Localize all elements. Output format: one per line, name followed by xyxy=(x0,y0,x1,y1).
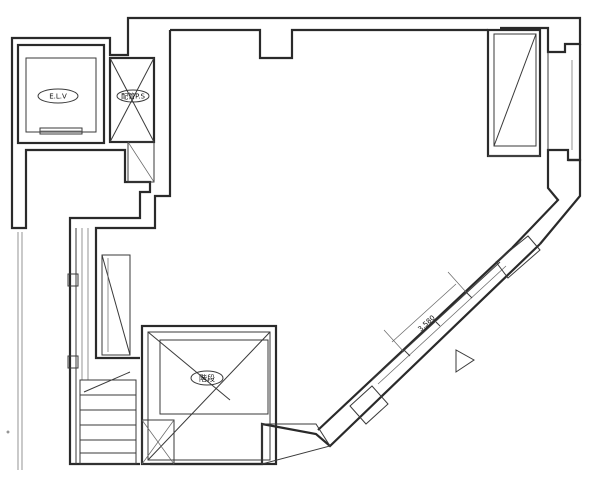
elevator-label-badge xyxy=(37,88,79,104)
pipe-space-label: 配管P.S xyxy=(121,92,145,101)
stairs-label: 階段 xyxy=(199,373,215,383)
column-post xyxy=(67,273,79,287)
right-alcove xyxy=(486,28,573,158)
elevator-shaft: E.L.V xyxy=(16,43,106,145)
left-corridor xyxy=(17,228,89,470)
stairs-label-badge xyxy=(190,370,224,386)
outer-walls xyxy=(10,16,582,466)
column-post xyxy=(67,355,79,369)
diagonal-glazing xyxy=(261,235,541,465)
triangle-entrance-icon xyxy=(455,349,475,373)
dimension-annotation: 3.580 xyxy=(383,271,467,353)
elevator-label: E.L.V xyxy=(49,93,67,101)
window-unit xyxy=(495,235,541,279)
entrance-block xyxy=(261,423,331,465)
stair-flight xyxy=(79,371,137,465)
stairwell: 階段 xyxy=(140,324,278,466)
pipe-space-label-badge xyxy=(116,89,150,103)
scan-speck xyxy=(6,430,10,434)
pipe-space: 配管P.S xyxy=(108,56,156,183)
left-closet xyxy=(101,254,131,356)
window-unit xyxy=(349,385,389,425)
